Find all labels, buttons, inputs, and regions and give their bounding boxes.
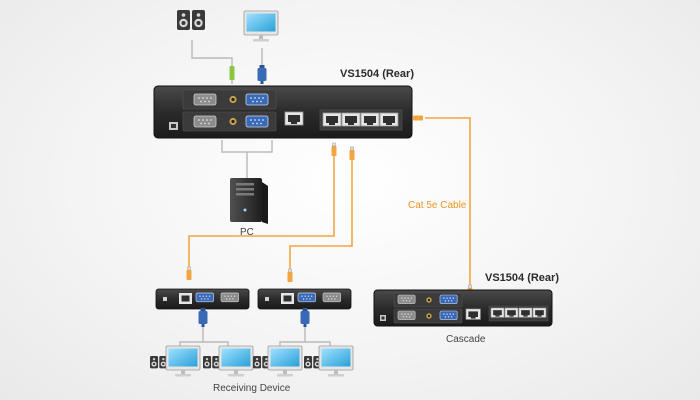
cascade-unit-label: VS1504 (Rear) — [485, 272, 559, 284]
pc-tower-icon — [230, 178, 268, 224]
vga-plug-icon — [257, 65, 267, 84]
receiver-unit-2 — [257, 288, 352, 310]
receiving-devices — [150, 345, 354, 377]
main-vs1504-unit — [153, 85, 413, 139]
rj45-plug-icon — [186, 115, 473, 299]
pc-label: PC — [240, 227, 254, 238]
cable-label: Cat 5e Cable — [408, 200, 467, 211]
cat5e-cables — [188, 117, 471, 292]
speaker-icon — [177, 10, 205, 30]
vga-plug-icon — [198, 308, 208, 327]
audio-plug-icon — [229, 66, 235, 80]
receiver-unit-1 — [155, 288, 250, 310]
monitor-icon — [243, 10, 279, 42]
receiving-device-label: Receiving Device — [213, 383, 291, 394]
vga-plug-icon — [300, 308, 310, 327]
cascade-label: Cascade — [446, 334, 486, 345]
main-unit-label: VS1504 (Rear) — [340, 68, 414, 80]
cascade-vs1504-unit — [373, 289, 553, 327]
